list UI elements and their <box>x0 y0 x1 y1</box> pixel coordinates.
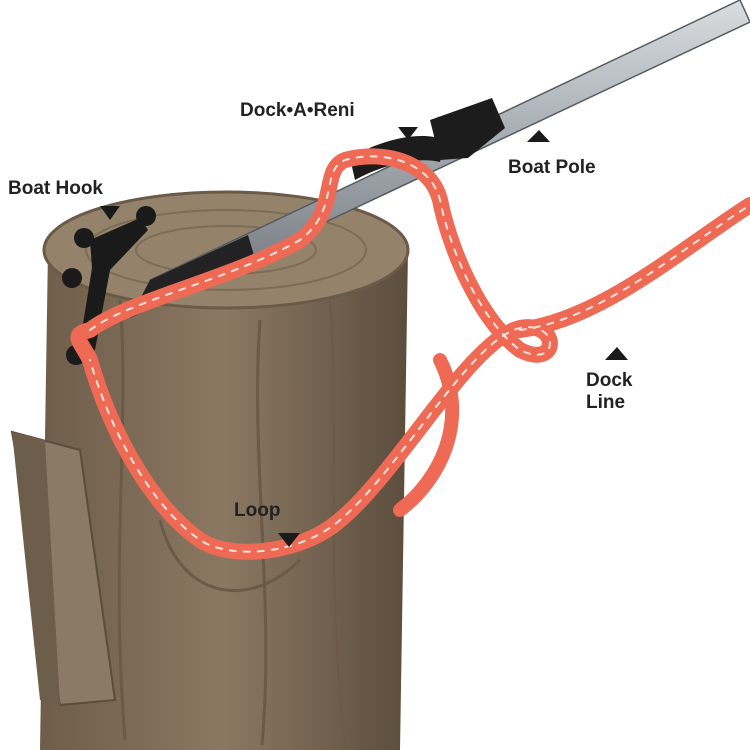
rope-loop-strand <box>393 353 460 517</box>
rope-braid <box>89 155 551 553</box>
triangle-pointer-icon <box>100 206 120 220</box>
hook-knob <box>62 268 82 288</box>
label-boat-hook: Boat Hook <box>8 178 103 199</box>
label-boat-pole: Boat Pole <box>508 157 596 178</box>
post-grain <box>256 319 268 746</box>
hook-knob <box>74 228 94 248</box>
post-grain <box>329 299 346 746</box>
post-grain <box>117 299 127 741</box>
pointers <box>100 127 628 547</box>
rope-tail <box>512 197 750 338</box>
rope-braid <box>519 204 750 331</box>
label-loop: Loop <box>234 500 281 521</box>
triangle-pointer-icon <box>605 347 628 360</box>
label-dock-a-reni: Dock•A•Reni <box>240 100 355 121</box>
label-dock-line: Dock Line <box>586 370 656 414</box>
post-grain <box>158 519 302 593</box>
triangle-pointer-icon <box>527 130 550 142</box>
post-bracket-shade <box>12 432 60 705</box>
post-ring <box>85 209 367 291</box>
label-dock-line-1: Dock <box>586 370 633 391</box>
triangle-pointer-icon <box>398 127 418 140</box>
hook-knob <box>136 206 156 226</box>
post-body <box>40 250 408 750</box>
dock-line <box>70 148 750 560</box>
label-dock-line-2: Line <box>586 392 626 413</box>
dock-a-reni-clip <box>430 98 505 160</box>
triangle-pointer-icon <box>278 533 300 547</box>
